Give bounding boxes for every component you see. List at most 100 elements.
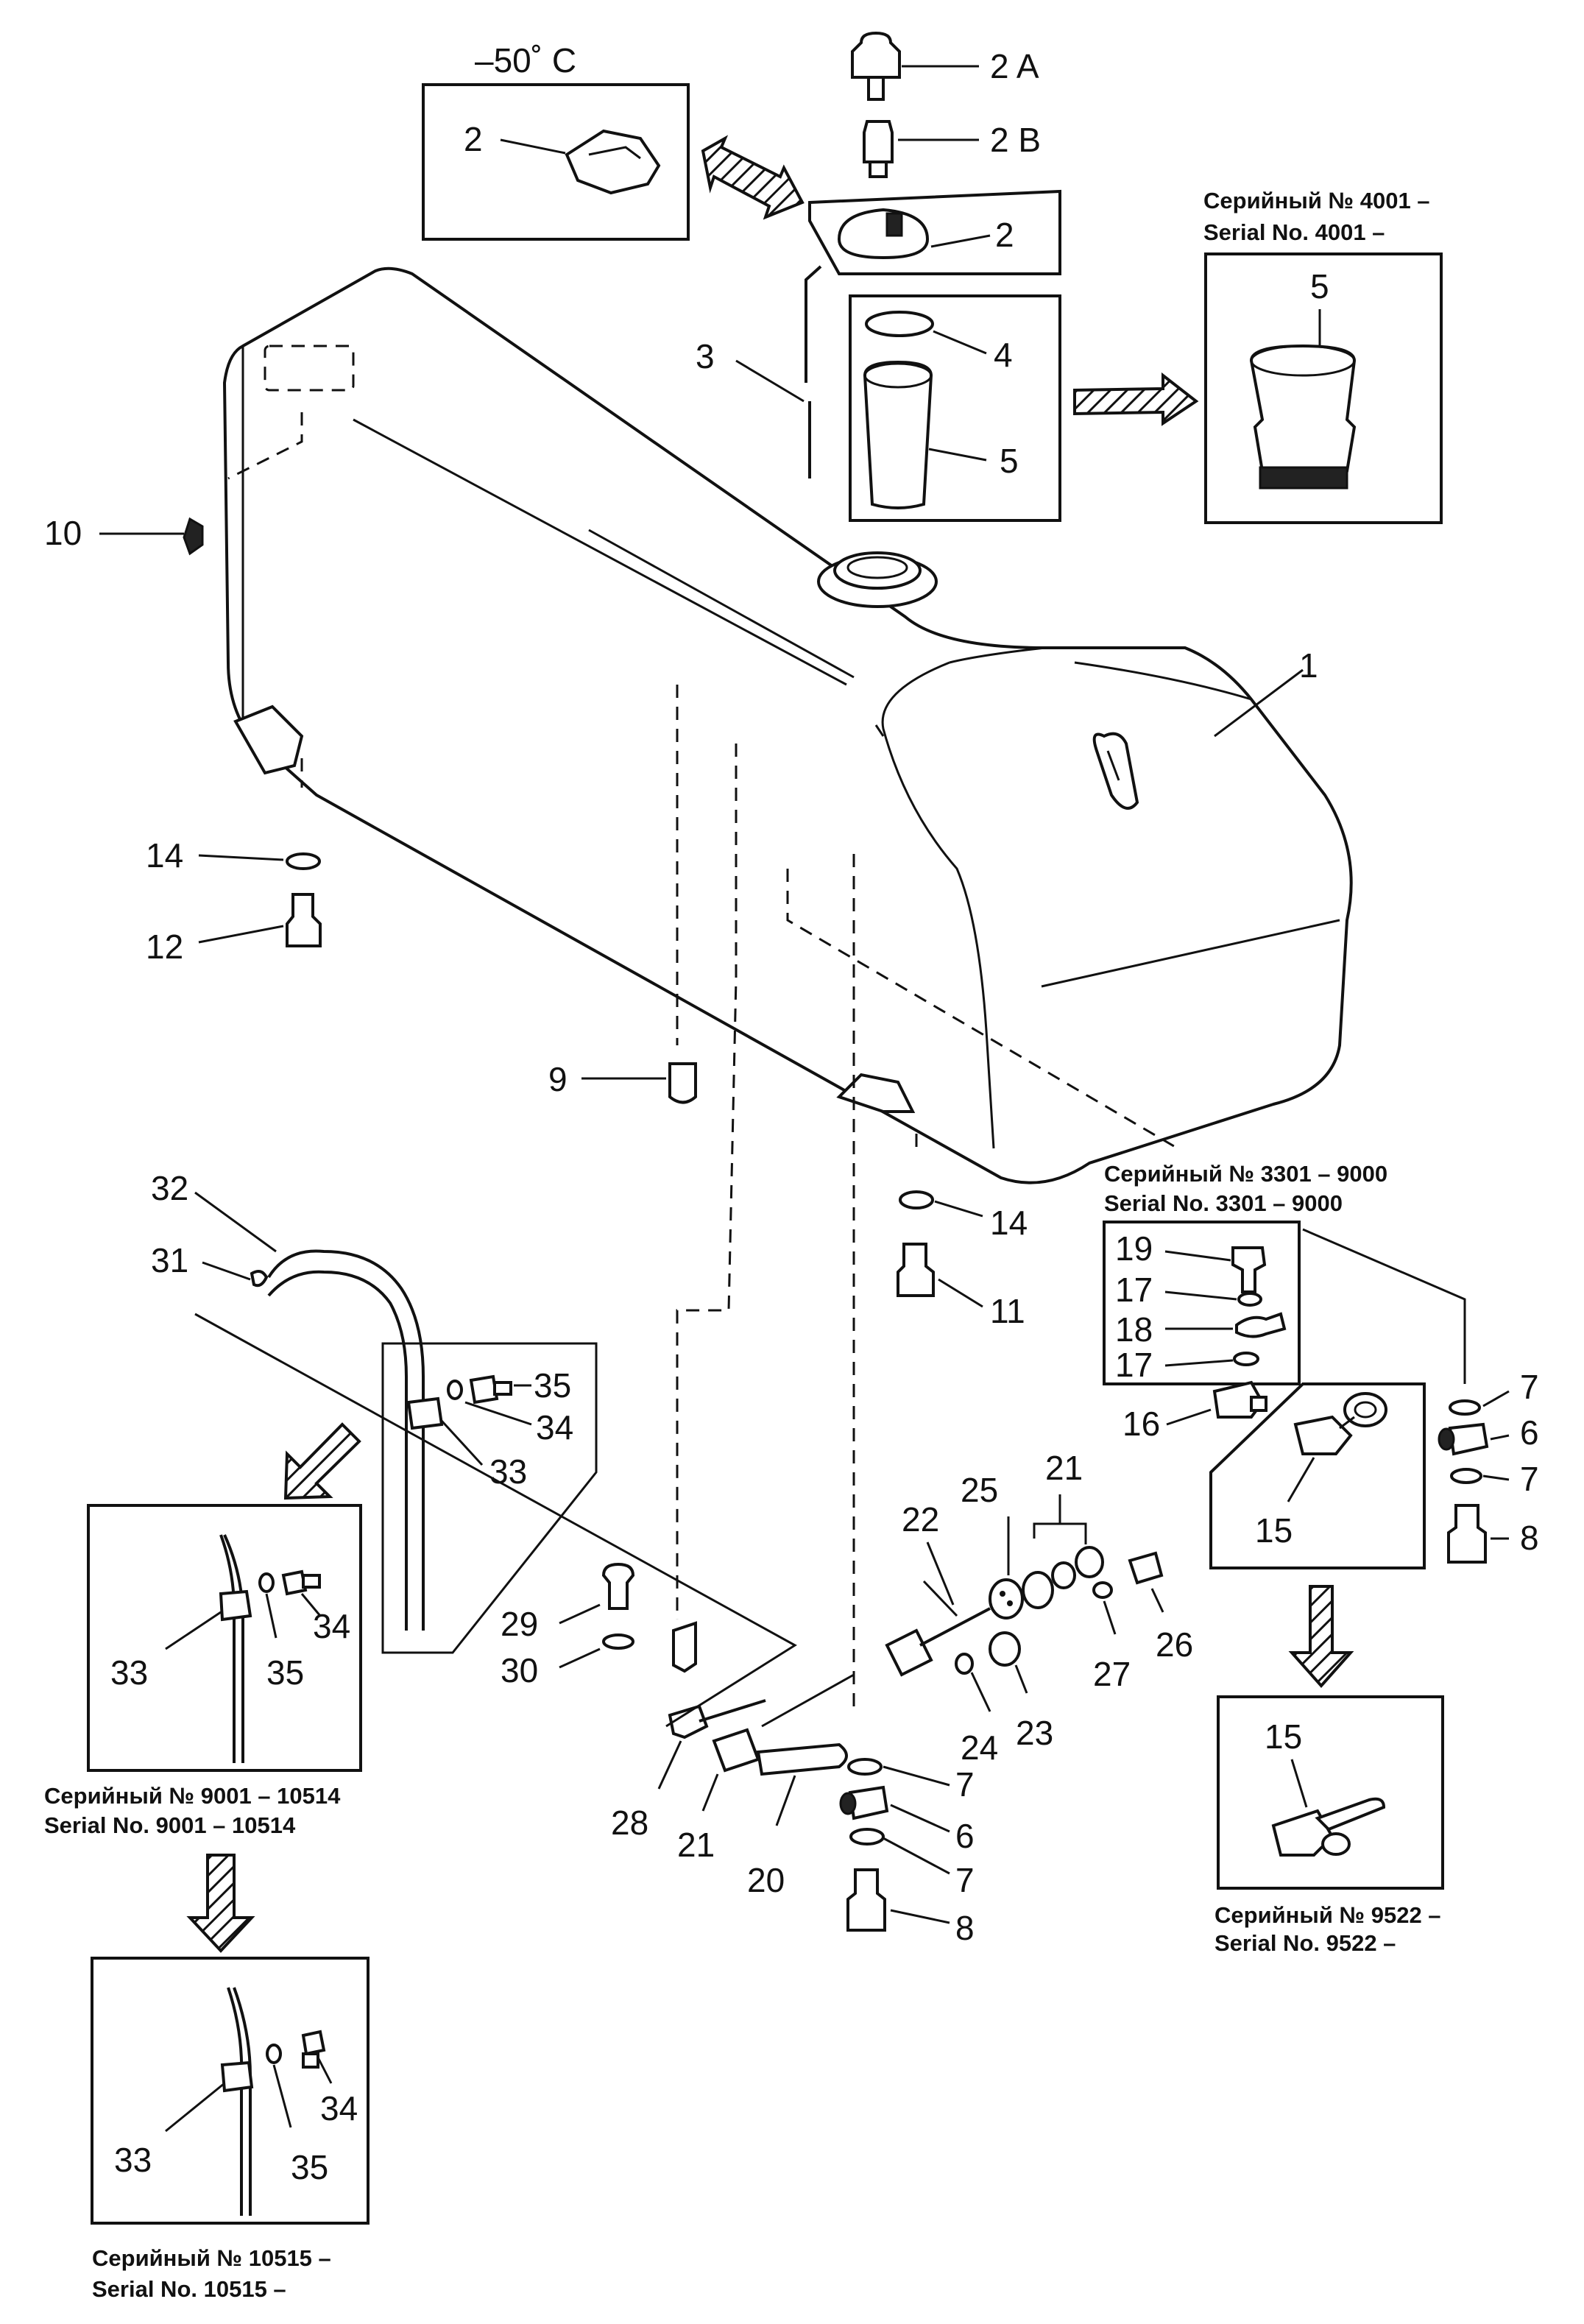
fuel-tank [222, 266, 1353, 1184]
caption-serial-9522-en: Serial No. 9522 – [1214, 1930, 1396, 1956]
callout-20: 20 [747, 1861, 785, 1899]
banjo-part-6-top [1448, 1422, 1489, 1456]
caption-serial-10515-en: Serial No. 10515 – [92, 2276, 286, 2302]
callout-27: 27 [1093, 1655, 1131, 1693]
callout-26: 26 [1156, 1625, 1193, 1664]
caption-serial-3301-ru: Серийный № 3301 – 9000 [1104, 1161, 1387, 1187]
callout-2-inset: 2 [464, 120, 483, 158]
callout-3: 3 [696, 337, 715, 375]
callout-24: 24 [961, 1728, 998, 1767]
callout-10: 10 [44, 514, 82, 552]
cold-climate-cap [565, 129, 661, 195]
callout-14-left: 14 [146, 836, 183, 875]
callout-21-top: 21 [1045, 1449, 1083, 1487]
caption-serial-4001-ru: Серийный № 4001 – [1203, 188, 1430, 213]
callout-28: 28 [611, 1804, 648, 1842]
callout-22: 22 [902, 1500, 939, 1539]
arrow-right-hatched [1073, 372, 1199, 426]
valve-part-15 [1293, 1415, 1353, 1455]
part-9 [668, 1062, 697, 1104]
part-19 [1231, 1246, 1267, 1293]
cap-area: –50˚ C 2 2 A 2 B 2 3 4 5 [422, 31, 1199, 522]
callout-7a: 7 [1520, 1368, 1539, 1406]
pipe-section-box [381, 1342, 598, 1654]
strainer-part-5-inset [1249, 344, 1357, 480]
left-parts: 10 14 12 9 [44, 514, 697, 1104]
part-10 [183, 517, 204, 556]
fitting-part-21-bottom [712, 1728, 760, 1773]
callout-8-bot: 8 [955, 1909, 975, 1947]
callout-4: 4 [994, 336, 1013, 374]
callout-25: 25 [961, 1471, 998, 1509]
washer-part-30 [602, 1633, 634, 1650]
callout-9: 9 [548, 1060, 568, 1098]
pipe-part-32 [267, 1249, 425, 1631]
nut-part-26 [1128, 1551, 1164, 1585]
clip-part-31 [250, 1269, 269, 1288]
inset-serial-10515: 34 35 33 Серийный № 10515 – Serial No. 1… [91, 1957, 370, 2302]
arrow-down-left-hatched [283, 1422, 361, 1500]
callout-34-inset-2: 34 [320, 2089, 358, 2127]
inset-serial-9522: 15 Серийный № 9522 – Serial No. 9522 – [1214, 1695, 1444, 1956]
clamp-part-33 [406, 1396, 444, 1430]
caption-serial-9522-ru: Серийный № 9522 – [1214, 1902, 1441, 1928]
callout-11: 11 [990, 1292, 1025, 1330]
callout-17b: 17 [1115, 1346, 1153, 1384]
inset-box-cold-cap [422, 83, 690, 241]
callout-33: 33 [489, 1452, 527, 1491]
callout-2-cap: 2 [995, 216, 1014, 254]
caption-serial-4001-en: Serial No. 4001 – [1203, 219, 1385, 245]
callout-8-top: 8 [1520, 1519, 1539, 1557]
callout-35-inset-2: 35 [291, 2148, 328, 2186]
callout-15: 15 [1255, 1511, 1293, 1550]
callout-7d: 7 [955, 1861, 975, 1899]
valve-body-part-22 [885, 1628, 933, 1677]
valve-box [1209, 1382, 1426, 1569]
hose-part-20 [756, 1742, 848, 1776]
bolt-part-12 [286, 893, 322, 947]
callout-1: 1 [1299, 646, 1318, 685]
arrow-down-hatched-right [1288, 1585, 1354, 1689]
part-18 [1235, 1312, 1287, 1338]
callout-6-bot: 6 [955, 1817, 975, 1855]
callout-2b: 2 B [990, 121, 1041, 159]
bolt-part-8-bottom [846, 1868, 886, 1932]
mid-right-parts: 14 11 1 [897, 646, 1318, 1330]
callout-14-right: 14 [990, 1204, 1028, 1242]
callout-18: 18 [1115, 1310, 1153, 1349]
inset-serial-3301: Серийный № 3301 – 9000 Serial No. 3301 –… [1103, 1161, 1539, 1689]
snap-ring-part-4 [865, 311, 934, 337]
callout-35: 35 [534, 1366, 571, 1405]
callout-2a: 2 A [990, 47, 1039, 85]
bracket-part [672, 1621, 697, 1673]
callout-30: 30 [501, 1651, 538, 1689]
caption-serial-9001-en: Serial No. 9001 – 10514 [44, 1812, 296, 1838]
washer-part-14-right [899, 1190, 934, 1209]
part-2b [863, 120, 894, 163]
washer-part-14-left [286, 852, 321, 870]
callout-32: 32 [151, 1169, 188, 1207]
callout-17a: 17 [1115, 1271, 1153, 1309]
double-arrow-hatched [701, 135, 805, 220]
chain-part-3 [805, 265, 822, 478]
callout-5-inset: 5 [1310, 267, 1329, 305]
callout-33-inset-2: 33 [114, 2141, 152, 2179]
callout-15-inset: 15 [1265, 1717, 1302, 1756]
breather-assembly: 32 31 35 34 33 29 30 [151, 1169, 797, 1728]
callout-34: 34 [536, 1408, 573, 1447]
callout-31: 31 [151, 1241, 188, 1279]
strainer-part-5 [863, 360, 933, 509]
callout-33-inset-1: 33 [110, 1653, 148, 1692]
arrow-down-hatched-left [186, 1854, 255, 1953]
callout-35-inset-1: 35 [266, 1653, 304, 1692]
callout-21-bot: 21 [677, 1826, 715, 1864]
callout-19: 19 [1115, 1229, 1153, 1268]
caption-serial-3301-en: Serial No. 3301 – 9000 [1104, 1190, 1343, 1216]
bolt-part-8-top [1447, 1504, 1487, 1564]
knob-part-25 [989, 1578, 1024, 1620]
part-2a [851, 31, 901, 79]
callout-7b: 7 [1520, 1460, 1539, 1498]
caption-serial-9001-ru: Серийный № 9001 – 10514 [44, 1783, 341, 1809]
callout-5: 5 [1000, 442, 1019, 480]
